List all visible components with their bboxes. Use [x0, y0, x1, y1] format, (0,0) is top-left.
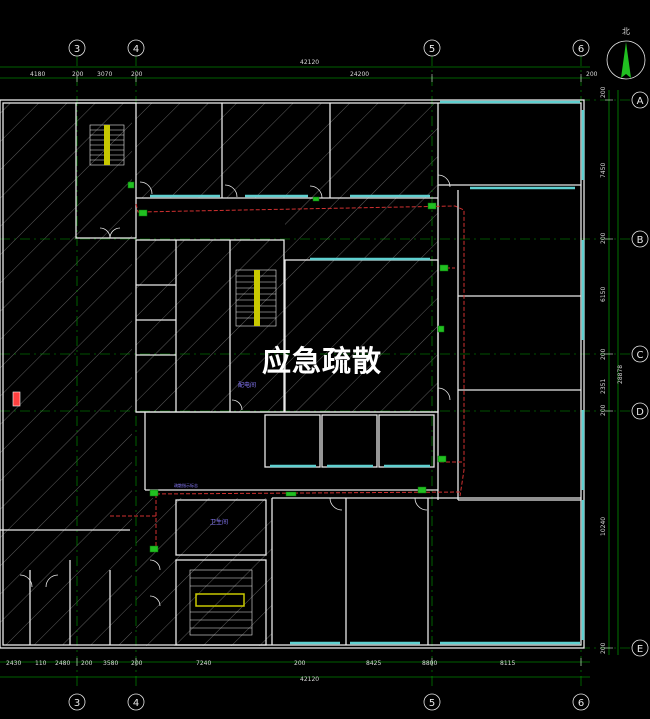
dim-top-overall: 42120: [300, 59, 319, 66]
exit-sign: [127, 181, 135, 189]
dim-right-segment: 2351: [600, 379, 607, 394]
hatch-west-zone: [0, 103, 132, 645]
page-title: 应急疏散: [262, 344, 383, 378]
dim-right-segment: 200: [600, 232, 607, 244]
hatch-central-zone: [285, 198, 438, 412]
exit-sign: [437, 455, 447, 463]
axis-label-col: 6: [578, 698, 584, 709]
dim-top-segment: 24200: [350, 71, 369, 78]
toilet-room: [175, 499, 267, 556]
dim-right-segment: 10240: [600, 517, 607, 536]
dim-top-segment: 4180: [30, 71, 45, 78]
dim-bottom-segment: 200: [131, 660, 143, 667]
dim-bottom-overall: 42120: [300, 676, 319, 683]
exit-sign: [285, 491, 297, 497]
axis-label-row: D: [636, 407, 644, 418]
dim-bottom-segment: 8115: [500, 660, 515, 667]
axis-bubbles-right: A B C D E: [631, 91, 649, 657]
dim-bottom-segment: 8800: [422, 660, 437, 667]
west-stair: [89, 124, 125, 166]
north-arrow: 北: [606, 27, 646, 80]
dim-bottom-segment: 110: [35, 660, 47, 667]
dim-bottom-segment: 200: [294, 660, 306, 667]
room-label-toilet: 卫生间: [210, 518, 228, 526]
dim-top-segment: 200: [72, 71, 84, 78]
dim-bottom-segment: 7240: [196, 660, 211, 667]
exit-sign: [149, 545, 159, 553]
axis-label-row: B: [637, 235, 644, 246]
west-stair-room: [75, 102, 137, 239]
exit-sign: [149, 489, 159, 497]
dim-bottom-segment: 200: [81, 660, 93, 667]
hatch-north-rooms: [136, 103, 438, 198]
hatched-areas: [0, 103, 438, 646]
axis-label-col: 4: [133, 698, 139, 709]
dim-right-segment: 200: [600, 348, 607, 360]
south-stair: [189, 569, 253, 636]
exit-sign: [437, 325, 445, 333]
exit-sign: [138, 209, 148, 217]
axis-label-col: 3: [74, 44, 80, 55]
axis-label-col: 5: [429, 698, 435, 709]
axis-label-row: A: [637, 96, 644, 107]
hatch-south-west: [136, 498, 272, 646]
axis-label-row: E: [637, 644, 643, 655]
dim-bottom-segment: 2480: [55, 660, 70, 667]
dim-right-segment: 200: [600, 642, 607, 654]
exit-sign: [439, 264, 449, 272]
right-dimensions: 200 7450 200 6150 200 2351 200 10240 200…: [600, 86, 624, 654]
hydrant-box: [12, 391, 21, 407]
central-stair: [235, 269, 277, 327]
axis-label-row: C: [637, 350, 644, 361]
axis-label-col: 6: [578, 44, 584, 55]
dim-right-segment: 200: [600, 86, 607, 98]
axis-label-col: 5: [429, 44, 435, 55]
dim-bottom-segment: 3580: [103, 660, 118, 667]
route-sign-label: 疏散指示标志: [174, 482, 198, 488]
dim-top-segment: 3070: [97, 71, 112, 78]
dimension-lines: [0, 66, 619, 678]
dim-top-segment: 200: [131, 71, 143, 78]
fire-hydrants: [12, 391, 21, 407]
dim-bottom-segment: 2430: [6, 660, 21, 667]
exit-sign: [417, 486, 427, 494]
stairs: [89, 124, 277, 636]
dim-right-segment: 6150: [600, 287, 607, 302]
evacuation-route: [110, 203, 465, 548]
axis-label-col: 4: [133, 44, 139, 55]
dim-top-segment: 200: [586, 71, 598, 78]
dim-right-segment: 7450: [600, 163, 607, 178]
north-label: 北: [622, 27, 630, 36]
dim-right-overall: 28878: [617, 365, 624, 384]
axis-bubbles-bottom: 3 4 5 6: [68, 693, 590, 711]
axis-bubbles-top: 3 4 5 6: [68, 39, 590, 57]
axis-label-col: 3: [74, 698, 80, 709]
dim-bottom-segment: 8425: [366, 660, 381, 667]
room-label-distribution: 配电间: [238, 381, 256, 389]
south-stair-room: [175, 559, 267, 646]
exit-sign: [427, 202, 437, 210]
dim-right-segment: 200: [600, 404, 607, 416]
doors: [19, 174, 451, 607]
exit-signs: [127, 181, 449, 553]
exit-sign: [312, 196, 320, 202]
windows: [150, 100, 585, 645]
walls: [0, 99, 585, 649]
